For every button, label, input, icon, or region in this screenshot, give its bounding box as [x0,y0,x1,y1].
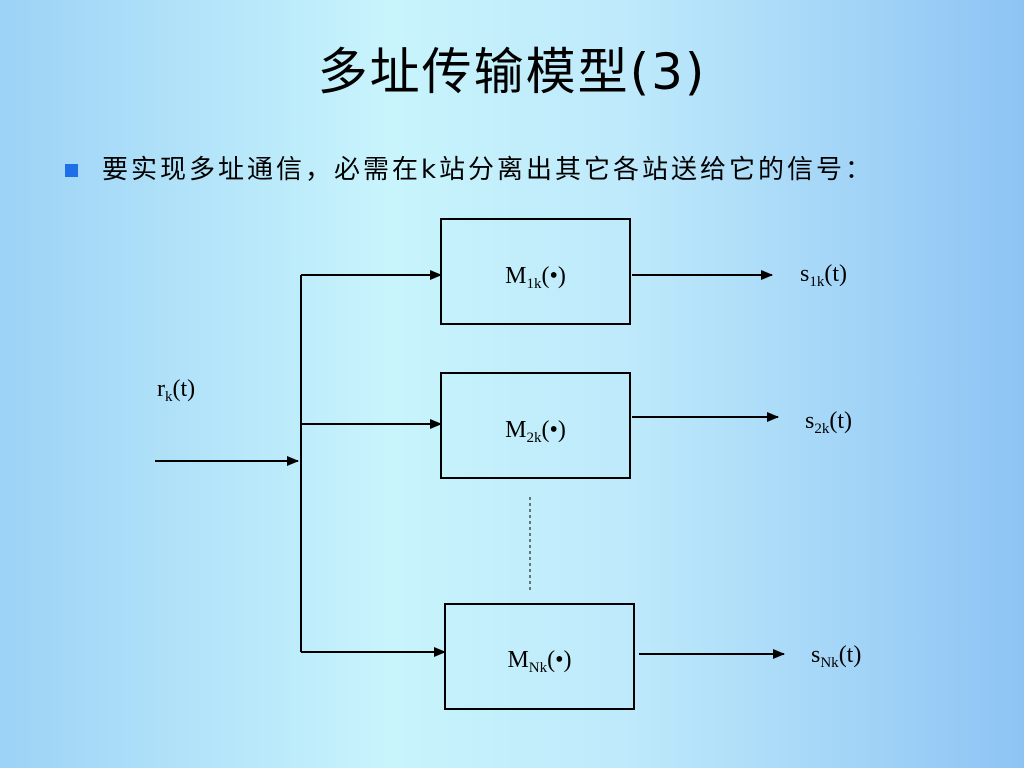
input-signal-symbol: r [157,376,165,402]
slide-title: 多址传输模型(3) [317,43,707,101]
output-signal-argument: (t) [824,261,847,287]
output-signal-argument: (t) [829,408,852,434]
module-symbol: M [505,417,527,443]
module-argument: (•) [541,263,566,289]
input-signal-argument: (t) [172,376,196,402]
output-signal-symbol: s [800,261,810,287]
output-signal-label-n: sNk(t) [811,641,862,671]
output-signal-label-2: s2k(t) [805,407,852,437]
output-signal-subscript: 1k [809,274,825,290]
output-signal-symbol: s [805,408,815,434]
output-signal-symbol: s [811,642,821,668]
module-label-1: M1k(•) [441,262,630,292]
module-box-2 [440,372,631,479]
module-label-n: MNk(•) [445,646,634,676]
module-symbol: M [507,647,529,673]
module-box-n [444,603,635,710]
module-argument: (•) [541,417,566,443]
input-signal-subscript: k [165,389,173,405]
output-signal-label-1: s1k(t) [800,260,847,290]
module-symbol: M [505,263,527,289]
module-argument: (•) [547,647,572,673]
module-subscript: 2k [526,430,542,446]
square-bullet-icon [65,164,78,177]
output-signal-subscript: 2k [814,421,830,437]
output-signal-subscript: Nk [820,655,839,671]
bullet-text: 要实现多址通信，必需在k站分离出其它各站送给它的信号： [102,155,875,185]
module-subscript: Nk [528,660,548,676]
module-box-1 [440,218,631,325]
input-signal-label: rk(t) [157,375,196,405]
module-subscript: 1k [526,276,542,292]
output-signal-argument: (t) [838,642,862,668]
module-label-2: M2k(•) [441,416,630,446]
